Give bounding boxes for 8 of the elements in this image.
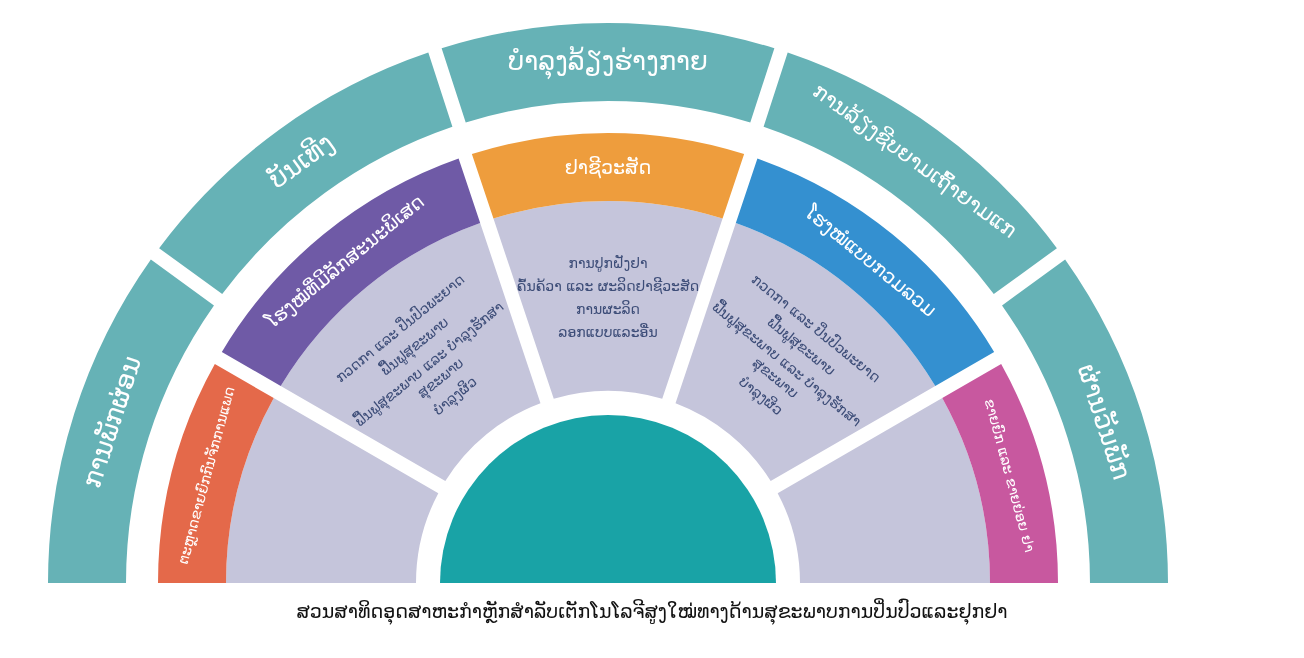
segment-title: ບຳລຸງລ້ຽງຮ່າງກາຍ [508,46,708,78]
sector-heading: ຂາຍຍົກ ແລະ ຂາຍຍ່ອຍ ຢາ [981,396,1039,554]
sector-heading: ຢາຊີວະສັດ [564,155,652,179]
list-item: ລອກແບບແລະອື່ນ [558,322,658,342]
list-item: ການຜະລິດ [576,300,640,319]
ring-segment [441,24,775,123]
list-item: ຄົ້ນຄ້ວາ ແລະ ຜະລິດຢາຊີວະສັດ [516,277,700,296]
list-item: ການປູກຝັງຢາ [568,254,648,274]
